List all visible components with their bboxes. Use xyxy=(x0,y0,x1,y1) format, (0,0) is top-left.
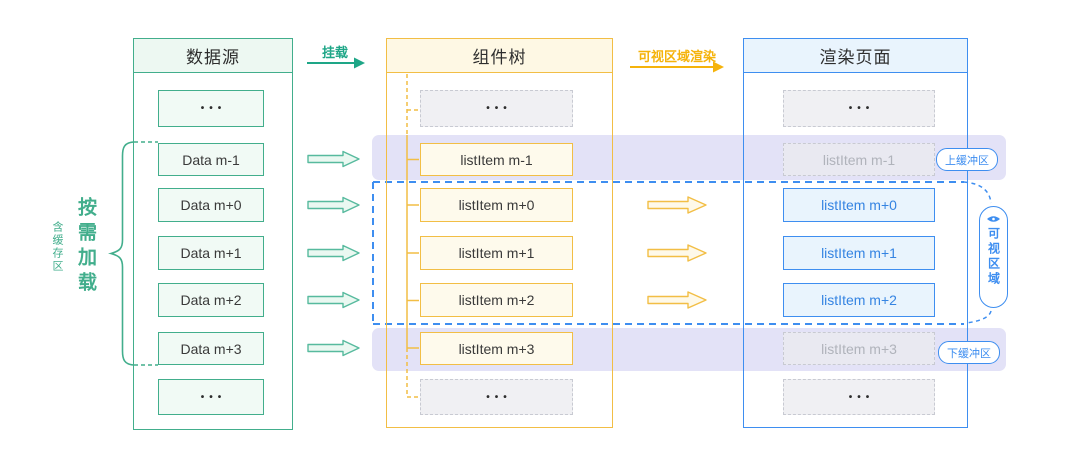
mount-label: 挂载 xyxy=(321,45,348,60)
tree-row-m0: listItem m+0 xyxy=(420,188,573,222)
source-row-m3: Data m+3 xyxy=(158,332,264,365)
source-row-m1: Data m+1 xyxy=(158,236,264,270)
tree-row-m-1: listItem m-1 xyxy=(420,143,573,176)
page-row-m-1: listItem m-1 xyxy=(783,143,935,176)
source-ellipsis-bottom: ••• xyxy=(158,379,264,415)
lower-buffer-badge: 下缓冲区 xyxy=(938,341,1000,364)
viewport-render-label: 可视区域渲染 xyxy=(637,49,716,64)
page-row-m0: listItem m+0 xyxy=(783,188,935,222)
page-ellipsis-top: ••• xyxy=(783,90,935,127)
tree-ellipsis-bottom: ••• xyxy=(420,379,573,415)
page-row-m1: listItem m+1 xyxy=(783,236,935,270)
source-row-m2: Data m+2 xyxy=(158,283,264,317)
eye-icon xyxy=(987,216,1000,222)
column-component-tree: 组件树 xyxy=(386,38,613,428)
tree-row-m1: listItem m+1 xyxy=(420,236,573,270)
source-row-m0: Data m+0 xyxy=(158,188,264,222)
visible-area-label: 可视区域 xyxy=(986,227,1001,287)
load-on-demand-label: 按需加载 xyxy=(75,197,96,297)
render-page-title: 渲染页面 xyxy=(744,39,967,73)
source-ellipsis-top: ••• xyxy=(158,90,264,127)
tree-ellipsis-top: ••• xyxy=(420,90,573,127)
data-source-title: 数据源 xyxy=(134,39,292,73)
page-ellipsis-bottom: ••• xyxy=(783,379,935,415)
buffer-included-label: 含缓存区 xyxy=(51,221,63,273)
source-row-m-1: Data m-1 xyxy=(158,143,264,176)
component-tree-title: 组件树 xyxy=(387,39,612,73)
visible-area-capsule: 可视区域 xyxy=(979,206,1008,308)
tree-row-m3: listItem m+3 xyxy=(420,332,573,365)
page-row-m2: listItem m+2 xyxy=(783,283,935,317)
upper-buffer-badge: 上缓冲区 xyxy=(936,148,998,171)
data-flow-arrows xyxy=(307,150,360,357)
page-row-m3: listItem m+3 xyxy=(783,332,935,365)
render-flow-arrows xyxy=(647,196,707,309)
tree-row-m2: listItem m+2 xyxy=(420,283,573,317)
